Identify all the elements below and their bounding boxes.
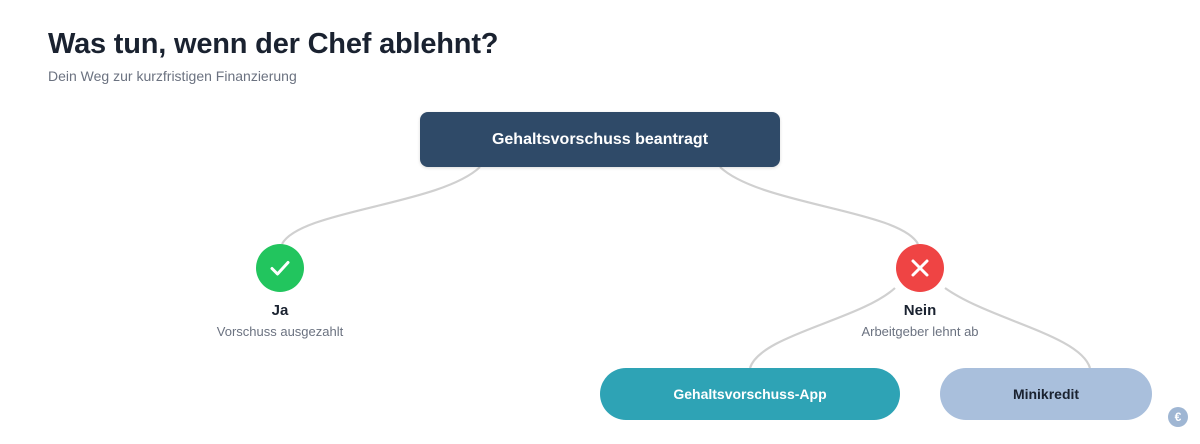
connector-root-to-no	[719, 166, 919, 245]
branch-no-label: Nein	[903, 302, 937, 319]
page-title: Was tun, wenn der Chef ablehnt?	[48, 28, 499, 60]
connector-root-to-yes	[281, 166, 481, 245]
connector-no-to-kredit	[944, 287, 1092, 369]
option-gehaltsvorschuss-app[interactable]: Gehaltsvorschuss-App	[600, 368, 900, 420]
branch-yes-description: Vorschuss ausgezahlt	[216, 324, 344, 339]
branch-yes-label: Ja	[271, 302, 289, 319]
branch-no: Nein Arbeitgeber lehnt ab	[800, 244, 1040, 339]
root-node-label: Gehaltsvorschuss beantragt	[491, 130, 709, 148]
root-node: Gehaltsvorschuss beantragt	[420, 112, 780, 167]
page-subtitle: Dein Weg zur kurzfristigen Finanzierung	[48, 68, 297, 84]
euro-symbol: €	[1174, 410, 1182, 424]
option-minikredit-label: Minikredit	[1012, 386, 1080, 402]
close-icon	[896, 244, 944, 292]
option-minikredit[interactable]: Minikredit	[940, 368, 1152, 420]
branch-yes: Ja Vorschuss ausgezahlt	[160, 244, 400, 339]
check-icon	[256, 244, 304, 292]
option-app-label: Gehaltsvorschuss-App	[673, 386, 827, 402]
euro-icon[interactable]: €	[1168, 407, 1188, 427]
branch-no-description: Arbeitgeber lehnt ab	[861, 324, 979, 339]
connector-no-to-app	[748, 287, 896, 369]
